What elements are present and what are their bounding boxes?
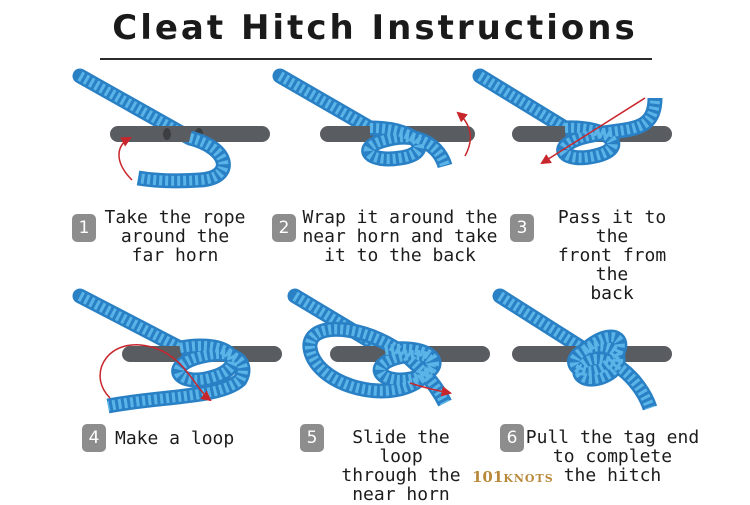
step-3-badge: 3 (510, 214, 534, 242)
step-4-illustration (72, 288, 282, 414)
step-1-illustration (72, 68, 270, 189)
cleat (110, 126, 270, 142)
step-2-illustration (272, 68, 475, 169)
step-6-text: Pull the tag end to complete the hitch (525, 427, 700, 486)
step-5-badge: 5 (300, 424, 324, 452)
brand-logo: 101KNOTS (472, 468, 554, 486)
step-6-badge: 6 (500, 424, 524, 452)
direction-arrow (99, 344, 212, 402)
step-4-text: Make a loop (115, 428, 235, 449)
step-6-illustration (492, 288, 672, 411)
direction-arrow (456, 111, 472, 157)
page-title: Cleat Hitch Instructions (112, 8, 638, 48)
step-2-badge: 2 (272, 214, 296, 242)
direction-arrow (540, 97, 646, 165)
direction-arrow (409, 382, 453, 397)
step-1-text: Take the rope around the far horn (104, 207, 246, 266)
step-5-text: Slide the loop through the near horn (341, 427, 461, 505)
step-5-illustration (287, 288, 490, 407)
step-4-badge: 4 (82, 424, 106, 452)
direction-arrow (118, 137, 133, 181)
step-1-badge: 1 (72, 214, 96, 242)
step-3-text: Pass it to the front from the back (557, 207, 667, 304)
step-3-illustration (472, 68, 672, 166)
title-underline (100, 58, 652, 60)
logo-number: 101 (472, 468, 504, 486)
step-2-text: Wrap it around the near horn and take it… (302, 207, 498, 266)
logo-brand: KNOTS (503, 472, 554, 485)
